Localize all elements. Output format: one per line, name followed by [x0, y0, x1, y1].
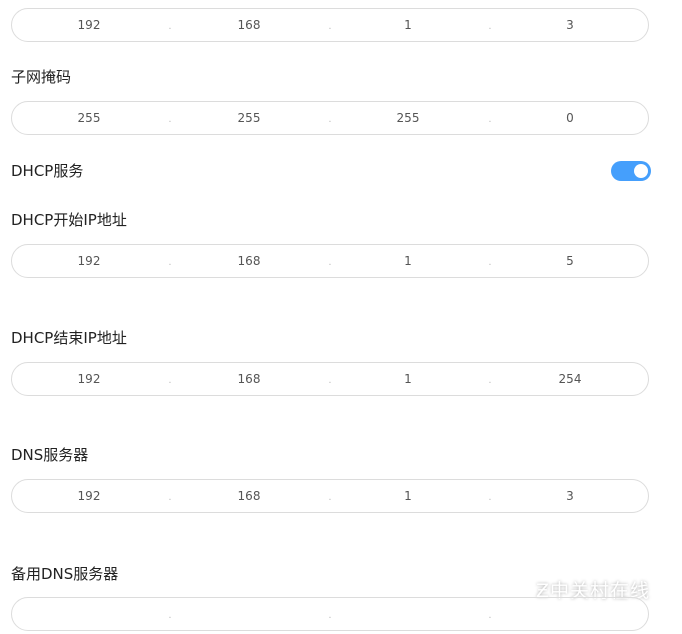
dhcp-end-ip-input: 192 168 1 254... [11, 362, 649, 396]
octet-separator: . [488, 21, 492, 32]
octet-field[interactable] [358, 598, 458, 630]
octet-field[interactable]: 1 [404, 372, 412, 386]
octet-field[interactable]: 1 [404, 489, 412, 503]
octet-separator: . [328, 114, 332, 125]
toggle-knob [634, 164, 648, 178]
octet-separator: . [168, 610, 172, 621]
dns-server-label: DNS服务器 [11, 446, 89, 464]
dhcp-start-ip-input: 192 168 1 5... [11, 244, 649, 278]
dhcp-end-ip-label: DHCP结束IP地址 [11, 329, 127, 347]
backup-dns-server-input: ... [11, 597, 649, 631]
watermark-logo: Ƶ中关村在线 [536, 580, 651, 602]
watermark-text: 中关村在线 [550, 580, 651, 602]
octet-field[interactable]: 168 [237, 18, 261, 32]
dhcp-service-label: DHCP服务 [11, 162, 84, 180]
ip-address-input: 192 168 1 3... [11, 8, 649, 42]
octet-field[interactable]: 168 [237, 372, 261, 386]
octet-separator: . [328, 375, 332, 386]
octet-field[interactable]: 255 [237, 111, 261, 125]
dhcp-service-toggle[interactable] [611, 161, 651, 181]
octet-separator: . [488, 610, 492, 621]
octet-separator: . [168, 375, 172, 386]
octet-field[interactable]: 192 [77, 254, 101, 268]
dns-server-input: 192 168 1 3... [11, 479, 649, 513]
backup-dns-server-label: 备用DNS服务器 [11, 565, 119, 583]
octet-field[interactable]: 192 [77, 489, 101, 503]
octet-field[interactable]: 3 [566, 489, 574, 503]
octet-separator: . [328, 610, 332, 621]
octet-field[interactable]: 255 [77, 111, 101, 125]
octet-field[interactable] [520, 598, 620, 630]
octet-separator: . [488, 375, 492, 386]
subnet-mask-label: 子网掩码 [11, 68, 72, 86]
octet-field[interactable] [39, 598, 139, 630]
octet-field[interactable]: 0 [566, 111, 574, 125]
octet-field[interactable]: 192 [77, 18, 101, 32]
octet-separator: . [168, 257, 172, 268]
octet-separator: . [168, 21, 172, 32]
octet-separator: . [488, 257, 492, 268]
subnet-mask-input: 255 255 255 0... [11, 101, 649, 135]
octet-field[interactable]: 1 [404, 18, 412, 32]
octet-field[interactable]: 5 [566, 254, 574, 268]
octet-separator: . [168, 114, 172, 125]
octet-separator: . [168, 492, 172, 503]
octet-separator: . [488, 492, 492, 503]
octet-field[interactable]: 254 [558, 372, 582, 386]
octet-separator: . [488, 114, 492, 125]
octet-field[interactable]: 192 [77, 372, 101, 386]
octet-field[interactable]: 1 [404, 254, 412, 268]
octet-field[interactable] [199, 598, 299, 630]
dhcp-start-ip-label: DHCP开始IP地址 [11, 211, 127, 229]
octet-separator: . [328, 492, 332, 503]
octet-field[interactable]: 255 [396, 111, 420, 125]
octet-field[interactable]: 168 [237, 254, 261, 268]
octet-field[interactable]: 168 [237, 489, 261, 503]
octet-field[interactable]: 3 [566, 18, 574, 32]
octet-separator: . [328, 21, 332, 32]
octet-separator: . [328, 257, 332, 268]
